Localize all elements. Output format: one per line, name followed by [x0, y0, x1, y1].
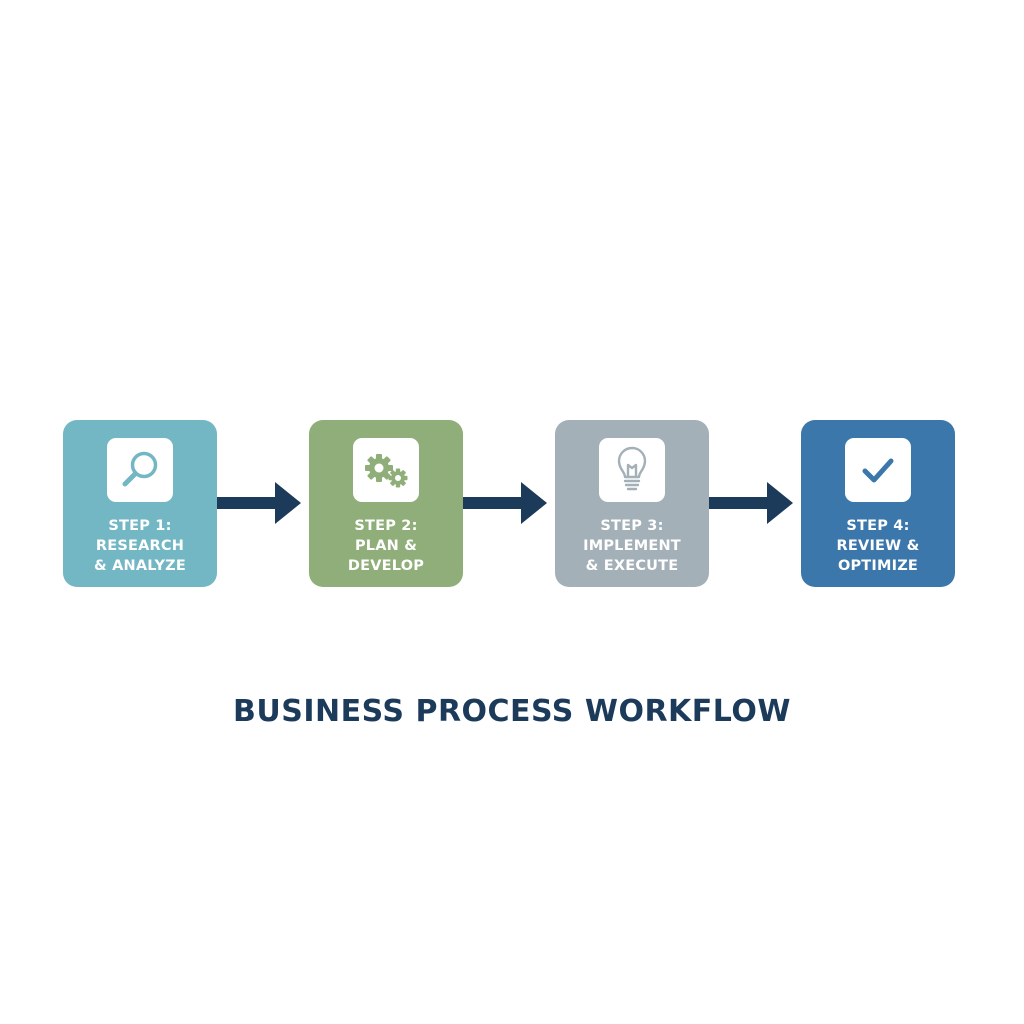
step-3-icon-box — [599, 438, 665, 502]
diagram-title: BUSINESS PROCESS WORKFLOW — [233, 694, 791, 729]
step-4-label-line: REVIEW & — [836, 538, 920, 554]
arrow-step2-to-step3 — [463, 482, 547, 524]
checkmark-icon — [862, 458, 894, 483]
step-3-label-line: IMPLEMENT — [583, 538, 681, 554]
step-1-label: STEP 1: RESEARCH & ANALYZE — [67, 516, 213, 576]
step-1-label-line: RESEARCH — [95, 538, 185, 554]
step-1-label-line: STEP 1: — [108, 518, 172, 534]
step-3-label-line: STEP 3: — [600, 518, 664, 534]
step-4-icon-box — [845, 438, 911, 502]
step-4-label: STEP 4: REVIEW & OPTIMIZE — [805, 516, 951, 576]
step-4-label-line: OPTIMIZE — [837, 558, 919, 574]
step-3-label: STEP 3: IMPLEMENT & EXECUTE — [559, 516, 705, 576]
step-2-label: STEP 2: PLAN & DEVELOP — [313, 516, 459, 576]
step-3-label-line: & EXECUTE — [585, 558, 679, 574]
arrow-step1-to-step2 — [217, 482, 301, 524]
step-1-icon-box — [107, 438, 173, 502]
step-4-label-line: STEP 4: — [846, 518, 910, 534]
step-2-card: STEP 2: PLAN & DEVELOP — [309, 420, 463, 587]
step-2-icon-box — [353, 438, 419, 502]
arrow-step3-to-step4 — [709, 482, 793, 524]
step-4-card: STEP 4: REVIEW & OPTIMIZE — [801, 420, 955, 587]
step-3-card: STEP 3: IMPLEMENT & EXECUTE — [555, 420, 709, 587]
step-1-card: STEP 1: RESEARCH & ANALYZE — [63, 420, 217, 587]
step-2-label-line: STEP 2: — [354, 518, 418, 534]
magnifying-glass-icon — [122, 451, 158, 487]
step-2-label-line: PLAN & — [354, 538, 418, 554]
step-1-label-line: & ANALYZE — [94, 558, 186, 574]
gears-icon — [365, 454, 408, 488]
step-2-label-line: DEVELOP — [347, 558, 425, 574]
lightbulb-icon — [617, 446, 647, 491]
